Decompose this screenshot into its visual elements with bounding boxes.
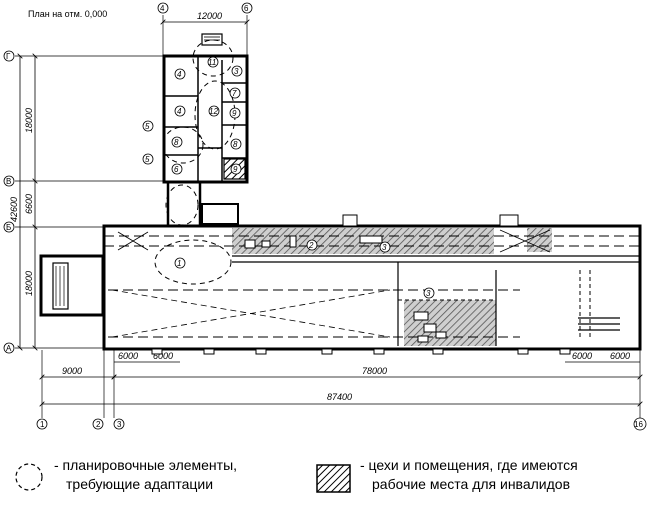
room-label: 9 xyxy=(233,165,238,174)
legend-circle-symbol xyxy=(15,463,43,491)
axis-row-A: А xyxy=(6,344,12,353)
plan-title: План на отм. 0,000 xyxy=(28,9,107,19)
adaptation-zones xyxy=(154,39,236,285)
dim-left-offset: 9000 xyxy=(62,366,82,376)
dim-top-width: 12000 xyxy=(197,11,222,21)
room-label: 3 xyxy=(234,67,239,76)
axis-row-G: Г xyxy=(6,52,11,61)
dim-height-mid: 6600 xyxy=(24,194,34,214)
room-label: 3 xyxy=(426,289,431,298)
connector xyxy=(166,180,239,228)
admin-block xyxy=(162,33,249,184)
dim-bay-left-2: 6000 xyxy=(153,351,173,361)
legend-circle-line2: требующие адаптации xyxy=(66,476,214,492)
room-label: 6 xyxy=(174,165,179,174)
room-label: 7 xyxy=(232,89,237,98)
axis-col-2: 2 xyxy=(96,420,101,429)
dim-height-total: 42600 xyxy=(9,197,19,222)
legend-hatch-symbol xyxy=(316,464,351,493)
axis-row-V: В xyxy=(6,177,11,186)
axis-grid xyxy=(15,15,641,418)
dim-main-length: 78000 xyxy=(362,366,387,376)
dim-total-length: 87400 xyxy=(327,392,352,402)
room-label: 8 xyxy=(174,138,179,147)
dim-bay-right-2: 6000 xyxy=(610,351,630,361)
room-label: 11 xyxy=(208,58,216,67)
legend-hatch-text: - цехи и помещения, где имеются рабочие … xyxy=(360,456,578,494)
room-label: 9 xyxy=(232,109,237,118)
axis-col-6: 6 xyxy=(244,4,249,13)
dim-height-lower: 18000 xyxy=(24,271,34,296)
room-label: 5 xyxy=(145,155,150,164)
workshop-building xyxy=(39,224,642,351)
dim-bay-left-1: 6000 xyxy=(118,351,138,361)
legend-circle-line1: - планировочные элементы, xyxy=(54,457,238,473)
legend-circle-text: - планировочные элементы, требующие адап… xyxy=(54,456,237,494)
legend-hatch-line2: рабочие места для инвалидов xyxy=(372,476,571,492)
axis-col-16: 16 xyxy=(634,420,643,429)
room-label: 3 xyxy=(382,243,387,252)
wall-openings xyxy=(151,214,571,355)
room-labels: 4 11 3 7 4 12 9 5 8 8 5 6 9 1 2 3 3 xyxy=(142,56,435,299)
dimension-lines xyxy=(20,22,640,404)
equipment xyxy=(244,235,447,343)
room-label: 4 xyxy=(177,107,182,116)
legend-hatch-line1: - цехи и помещения, где имеются xyxy=(360,457,578,473)
axis-col-3: 3 xyxy=(117,420,122,429)
dim-bay-right-1: 6000 xyxy=(572,351,592,361)
room-label: 2 xyxy=(308,241,314,250)
axis-markers xyxy=(3,2,647,431)
room-label: 5 xyxy=(145,122,150,131)
axis-col-1: 1 xyxy=(40,420,45,429)
workshop-hatch-right xyxy=(527,228,552,252)
room-label: 1 xyxy=(177,259,181,268)
room-label: 12 xyxy=(209,107,218,116)
room-label: 4 xyxy=(177,70,182,79)
dim-height-upper: 18000 xyxy=(24,108,34,133)
axis-col-4: 4 xyxy=(160,4,165,13)
room-label: 8 xyxy=(233,140,238,149)
axis-row-B: Б xyxy=(6,223,11,232)
